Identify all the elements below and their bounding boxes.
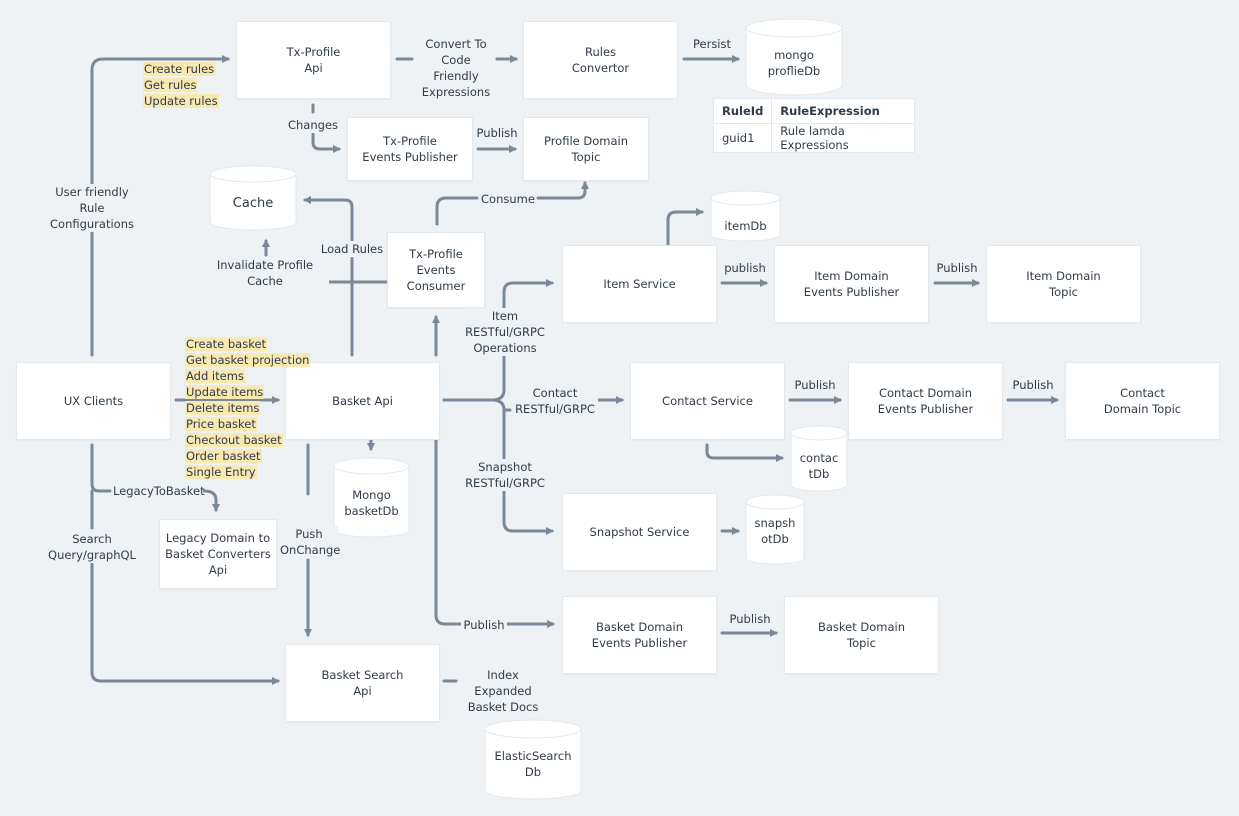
database-icon	[745, 18, 843, 96]
database-icon	[710, 190, 781, 242]
edge-label-consume: Consume	[481, 191, 535, 207]
elasticsearch-db-label: ElasticSearch Db	[494, 749, 572, 779]
elasticsearch-db-node[interactable]: ElasticSearch Db	[484, 719, 582, 801]
edge-consume-to-topic	[536, 181, 589, 200]
list-item: Checkout basket	[185, 433, 283, 447]
list-item: Price basket	[185, 417, 257, 431]
profile-domain-topic-node[interactable]: Profile Domain Topic	[523, 117, 649, 181]
database-icon	[333, 457, 410, 538]
edge-label-push-on-change: Push OnChange	[280, 526, 341, 558]
tx-profile-api-node[interactable]: Tx-Profile Api	[236, 21, 391, 99]
contact-domain-events-publisher-node[interactable]: Contact Domain Events Publisher	[848, 362, 1003, 440]
table-header-cell: RuleExpression	[771, 98, 916, 124]
ux-clients-node[interactable]: UX Clients	[16, 362, 171, 440]
list-item: Update items	[185, 385, 265, 399]
edge-basket-contact-stub	[490, 398, 512, 412]
edge-ux-legacy	[90, 443, 112, 493]
edge-label-publish-contact: Publish	[792, 377, 838, 393]
list-item: Create basket	[185, 337, 268, 351]
database-icon	[209, 165, 297, 231]
edge-label-legacy-to-basket: LegacyToBasket	[113, 483, 205, 499]
database-icon	[484, 719, 582, 800]
contact-domain-topic-node[interactable]: Contact Domain Topic	[1065, 362, 1220, 440]
basket-ops-list: Create basket Get basket projection Add …	[185, 336, 311, 480]
rule-table: RuleId RuleExpression guid1 Rule lamda E…	[712, 98, 916, 153]
edge-changes-to-publisher	[311, 132, 341, 153]
edge-label-changes: Changes	[287, 117, 339, 133]
list-item: Delete items	[185, 401, 261, 415]
edge-label-publish-item-topic: Publish	[934, 260, 980, 276]
database-icon	[745, 494, 805, 565]
edge-snapshot-branch	[502, 490, 554, 535]
item-domain-topic-node[interactable]: Item Domain Topic	[986, 245, 1141, 323]
snapshot-service-node[interactable]: Snapshot Service	[562, 493, 717, 571]
rules-convertor-node[interactable]: Rules Convertor	[523, 21, 678, 99]
mongo-profile-db-node[interactable]: mongo proflieDb	[745, 18, 843, 96]
edge-label-invalidate-cache: Invalidate Profile Cache	[201, 257, 329, 289]
snapshot-db-node[interactable]: snapsh otDb	[745, 494, 805, 566]
list-item: Single Entry	[185, 465, 257, 479]
cache-label: Cache	[232, 196, 274, 211]
edge-label-publish-basket-topic: Publish	[727, 611, 773, 627]
mongo-profile-db-label: mongo proflieDb	[767, 48, 821, 78]
list-item: Add items	[185, 369, 245, 383]
basket-api-node[interactable]: Basket Api	[285, 362, 440, 440]
edge-load-rules-to-cache	[303, 196, 354, 242]
contact-service-node[interactable]: Contact Service	[630, 362, 785, 440]
edge-label-search-query: Search Query/graphQL	[48, 531, 136, 563]
edge-label-contact-ops: Contact RESTful/GRPC	[512, 385, 598, 417]
table-row: RuleId RuleExpression	[712, 98, 916, 124]
edge-label-item-ops: Item RESTful/GRPC Operations	[464, 308, 546, 356]
tx-profile-events-publisher-node[interactable]: Tx-Profile Events Publisher	[347, 117, 473, 181]
edge-item-to-itemdb	[666, 208, 704, 247]
table-header-cell: RuleId	[712, 98, 773, 124]
edge-label-load-rules: Load Rules	[320, 241, 384, 257]
list-item: Get rules	[143, 78, 198, 92]
edge-label-convert: Convert To Code Friendly Expressions	[417, 36, 495, 100]
list-item: Create rules	[143, 62, 216, 76]
item-domain-events-publisher-node[interactable]: Item Domain Events Publisher	[774, 245, 929, 323]
edge-consumer-consume	[435, 196, 479, 226]
edge-label-user-friendly: User friendly Rule Configurations	[36, 184, 148, 232]
item-db-node[interactable]: itemDb	[710, 190, 781, 242]
item-service-node[interactable]: Item Service	[562, 245, 717, 323]
contact-db-node[interactable]: contac tDb	[790, 425, 848, 493]
legacy-converters-api-node[interactable]: Legacy Domain to Basket Converters Api	[159, 519, 277, 589]
database-icon	[790, 425, 848, 492]
basket-domain-topic-node[interactable]: Basket Domain Topic	[784, 596, 939, 674]
table-cell: guid1	[712, 123, 773, 153]
basket-domain-events-publisher-node[interactable]: Basket Domain Events Publisher	[562, 596, 717, 674]
edge-basket-publish	[434, 437, 462, 626]
list-item: Order basket	[185, 449, 262, 463]
edge-search-to-basket-search	[90, 562, 280, 685]
cache-node[interactable]: Cache	[209, 165, 297, 231]
list-item: Update rules	[143, 94, 219, 108]
edge-label-index-docs: Index Expanded Basket Docs	[458, 667, 548, 715]
basket-search-api-node[interactable]: Basket Search Api	[285, 644, 440, 722]
edge-label-publish-profile: Publish	[474, 125, 520, 141]
mongo-basket-db-label: Mongo basketDb	[344, 488, 399, 518]
edge-label-persist: Persist	[689, 36, 735, 52]
item-db-label: itemDb	[724, 219, 767, 233]
edge-contact-to-db	[705, 443, 784, 462]
tx-profile-events-consumer-node[interactable]: Tx-Profile Events Consumer	[387, 232, 485, 308]
edge-label-snapshot-ops: Snapshot RESTful/GRPC	[463, 459, 547, 491]
table-row: guid1 Rule lamda Expressions	[712, 123, 916, 153]
edge-label-publish-contact-topic: Publish	[1010, 377, 1056, 393]
edge-label-publish-item: publish	[722, 260, 768, 276]
table-cell: Rule lamda Expressions	[771, 123, 916, 153]
edge-legacy-to-api	[202, 489, 220, 512]
list-item: Get basket projection	[185, 353, 311, 367]
contact-db-label: contac tDb	[799, 451, 839, 481]
mongo-basket-db-node[interactable]: Mongo basketDb	[333, 457, 410, 539]
snapshot-db-label: snapsh otDb	[754, 516, 796, 546]
edge-label-publish-basket: Publish	[461, 617, 507, 633]
rule-ops-list: Create rules Get rules Update rules	[143, 61, 219, 109]
edge-ux-to-txprofile	[90, 55, 230, 357]
